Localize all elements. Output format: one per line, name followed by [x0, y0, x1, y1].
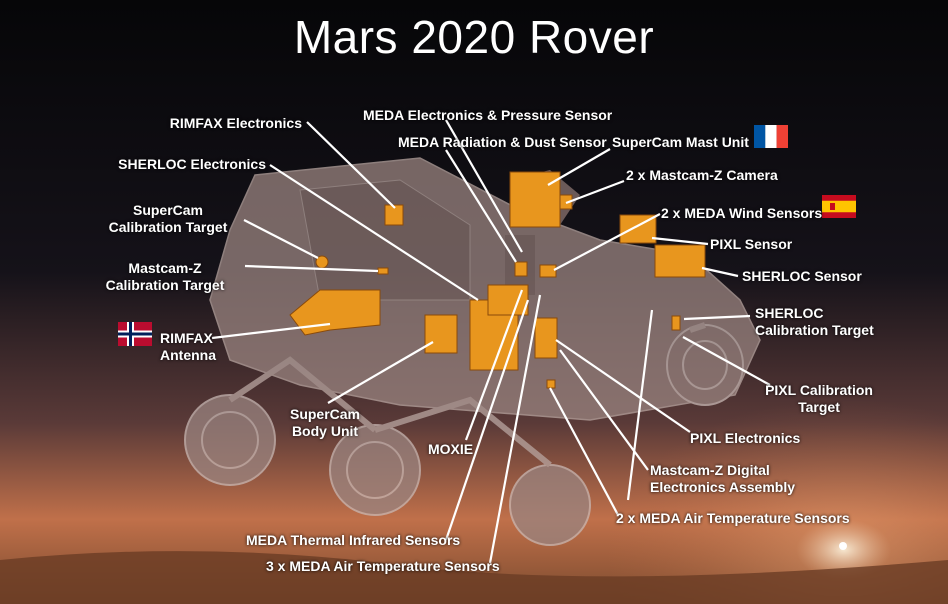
label-rimfax-antenna-line2: Antenna: [160, 347, 216, 363]
label-supercam-body-line2: Body Unit: [291, 423, 359, 439]
supercam-body-part: [424, 314, 458, 354]
label-rimfax-antenna: RIMFAX Antenna: [160, 330, 216, 364]
page-title: Mars 2020 Rover: [293, 11, 655, 63]
label-sherloc-calibration-line2: Calibration Target: [755, 322, 874, 338]
label-meda-thermal-ir: MEDA Thermal Infrared Sensors: [246, 532, 461, 548]
pixl-electronics-part: [534, 317, 558, 359]
label-supercam-calibration-line2: Calibration Target: [108, 219, 228, 235]
label-pixl-sensor: PIXL Sensor: [710, 236, 793, 252]
rimfax-antenna-part: [289, 289, 381, 336]
label-rimfax-electronics: RIMFAX Electronics: [169, 115, 302, 131]
label-pixl-calibration-line2: Target: [798, 399, 840, 415]
rimfax-electronics-part: [384, 204, 404, 226]
instruments: [289, 171, 706, 389]
label-meda-air-temp-2: 2 x MEDA Air Temperature Sensors: [616, 510, 850, 526]
label-sherloc-calibration-line1: SHERLOC: [755, 305, 824, 321]
label-mastcam-calibration-line1: Mastcam-Z: [128, 260, 202, 276]
label-supercam-mast: SuperCam Mast Unit: [612, 134, 749, 150]
label-supercam-body: SuperCam Body Unit: [265, 406, 385, 440]
terrain: [0, 551, 948, 604]
label-supercam-calibration-line1: SuperCam: [132, 202, 204, 218]
label-pixl-electronics: PIXL Electronics: [690, 430, 801, 446]
supercam-mast-part: [509, 171, 561, 228]
label-meda-wind: 2 x MEDA Wind Sensors: [661, 205, 823, 221]
label-sherloc-calibration: SHERLOC Calibration Target: [755, 305, 874, 339]
norway-flag: [118, 322, 152, 346]
meda-air-temp-part: [546, 379, 556, 389]
label-pixl-calibration: PIXL Calibration Target: [744, 382, 894, 416]
mastcam-calibration-part: [377, 267, 389, 275]
sherloc-sensor-part: [654, 244, 706, 278]
label-supercam-body-line1: SuperCam: [289, 406, 361, 422]
label-mastcam-z-dea-line1: Mastcam-Z Digital: [650, 462, 770, 478]
label-mastcam-z-camera: 2 x Mastcam-Z Camera: [626, 167, 778, 183]
sherloc-electronics-part: [487, 284, 529, 316]
sun: [839, 542, 847, 550]
label-rimfax-antenna-line1: RIMFAX: [160, 330, 213, 346]
label-mastcam-calibration: Mastcam-Z Calibration Target: [90, 260, 240, 294]
label-supercam-calibration: SuperCam Calibration Target: [93, 202, 243, 236]
meda-wind-part: [539, 264, 557, 278]
label-mastcam-z-dea: Mastcam-Z Digital Electronics Assembly: [650, 462, 795, 496]
spain-flag: [822, 195, 856, 218]
sherloc-calibration-part: [671, 315, 681, 331]
label-meda-electronics: MEDA Electronics & Pressure Sensor: [363, 107, 613, 123]
label-moxie: MOXIE: [428, 441, 474, 457]
label-mastcam-calibration-line2: Calibration Target: [105, 277, 225, 293]
label-pixl-calibration-line1: PIXL Calibration: [765, 382, 873, 398]
leader-lines: [211, 119, 771, 564]
meda-radiation-part: [514, 261, 528, 277]
label-sherloc-sensor: SHERLOC Sensor: [742, 268, 862, 284]
label-mastcam-z-dea-line2: Electronics Assembly: [650, 479, 795, 495]
label-meda-radiation: MEDA Radiation & Dust Sensor: [398, 134, 607, 150]
label-meda-air-temp-3: 3 x MEDA Air Temperature Sensors: [266, 558, 500, 574]
label-sherloc-electronics: SHERLOC Electronics: [118, 156, 266, 172]
france-flag: [754, 125, 788, 148]
